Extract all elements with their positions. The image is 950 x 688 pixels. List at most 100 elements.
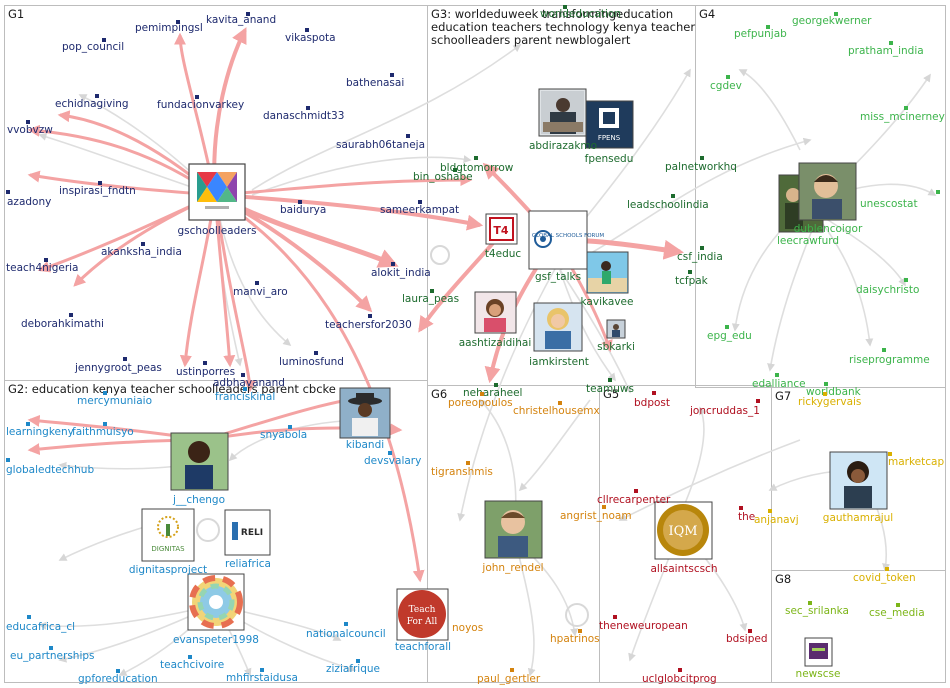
node-marker[interactable] (494, 383, 498, 387)
node-miss_mcinerney[interactable]: miss_mcinerney (860, 106, 945, 123)
node-marker[interactable] (44, 258, 48, 262)
node-newscse[interactable]: newscse (796, 668, 841, 680)
avatar-dublencoigor[interactable] (798, 162, 857, 221)
node-marker[interactable] (356, 659, 360, 663)
avatar-allsaintscsch[interactable]: IQM (654, 501, 713, 560)
node-marker[interactable] (823, 392, 827, 396)
node-kavita_anand[interactable]: kavita_anand (206, 12, 276, 26)
node-marker[interactable] (766, 25, 770, 29)
node-marker[interactable] (726, 75, 730, 79)
node-marker[interactable] (671, 194, 675, 198)
node-marker[interactable] (188, 655, 192, 659)
node-alokit_india[interactable]: alokit_india (371, 262, 431, 279)
node-marker[interactable] (344, 622, 348, 626)
node-teamuws[interactable]: teamuws (586, 378, 634, 395)
node-bdsiped[interactable]: bdsiped (726, 629, 768, 645)
node-marker[interactable] (613, 615, 617, 619)
node-devsvalary[interactable]: devsvalary (364, 451, 421, 467)
avatar-newscse[interactable] (804, 637, 833, 667)
node-covid_token[interactable]: covid_token (853, 567, 916, 584)
node-teachcivoire[interactable]: teachcivoire (160, 655, 224, 671)
avatar-dignitasproject[interactable]: DIGNITAS (141, 508, 195, 562)
node-marker[interactable] (305, 28, 309, 32)
node-marker[interactable] (808, 601, 812, 605)
node-akanksha_india[interactable]: akanksha_india (101, 242, 182, 258)
node-marker[interactable] (768, 509, 772, 513)
node-marker[interactable] (904, 278, 908, 282)
node-rickygervais[interactable]: rickygervais (798, 392, 861, 408)
node-marker[interactable] (314, 351, 318, 355)
node-vvobvzw[interactable]: vvobvzw (7, 120, 53, 136)
node-j__chengo[interactable]: j__chengo (172, 494, 225, 506)
node-reliafrica[interactable]: reliafrica (225, 558, 271, 570)
node-marker[interactable] (510, 668, 514, 672)
node-kibandi[interactable]: kibandi (346, 439, 384, 451)
node-noyos[interactable]: noyos (452, 622, 483, 634)
node-nationalcouncil[interactable]: nationalcouncil (306, 622, 386, 640)
node-gschoolleaders[interactable]: gschoolleaders (177, 225, 256, 237)
node-t4educ[interactable]: t4educ (485, 248, 522, 260)
node-worldbank[interactable]: worldbank (806, 382, 862, 398)
avatar-abdirazakmo[interactable] (538, 88, 587, 137)
node-marker[interactable] (49, 646, 53, 650)
node-marker[interactable] (141, 242, 145, 246)
node-teachersfor2030[interactable]: teachersfor2030 (325, 314, 412, 331)
node-kavikavee[interactable]: kavikavee (581, 296, 634, 308)
node-deborahkimathi[interactable]: deborahkimathi (21, 313, 104, 330)
node-palnetworkhq[interactable]: palnetworkhq (665, 156, 737, 173)
node-marker[interactable] (103, 422, 107, 426)
node-abdirazakmo[interactable]: abdirazakmo (529, 140, 597, 152)
node-ustinporres[interactable]: ustinporres (176, 361, 235, 378)
node-jennygroot_peas[interactable]: jennygroot_peas (74, 357, 162, 374)
node-dignitasproject[interactable]: dignitasproject (129, 564, 207, 576)
node-marker[interactable] (474, 156, 478, 160)
node-marker[interactable] (176, 20, 180, 24)
node-marker[interactable] (6, 458, 10, 462)
node-marker[interactable] (27, 615, 31, 619)
node-edalliance[interactable]: edalliance (752, 373, 806, 390)
node-leadschoolindia[interactable]: leadschoolindia (627, 194, 709, 211)
node-allsaintscsch[interactable]: allsaintscsch (650, 563, 717, 575)
node-tcfpak[interactable]: tcfpak (675, 270, 709, 287)
node-poreopoulos[interactable]: poreopoulos (448, 392, 513, 409)
node-uclglobcitprog[interactable]: uclglobcitprog (642, 668, 717, 685)
node-sameerkampat[interactable]: sameerkampat (380, 200, 459, 216)
node-marker[interactable] (558, 401, 562, 405)
node-marker[interactable] (889, 41, 893, 45)
node-csf_india[interactable]: csf_india (677, 246, 723, 263)
node-joncruddas_1[interactable]: joncruddas_1 (689, 399, 760, 417)
avatar-evanspeter1998[interactable] (187, 573, 245, 631)
node-bdpost[interactable]: bdpost (634, 391, 670, 409)
node-marker[interactable] (466, 461, 470, 465)
node-saurabh06taneja[interactable]: saurabh06taneja (336, 134, 425, 151)
node-marker[interactable] (739, 506, 743, 510)
node-marker[interactable] (634, 489, 638, 493)
node-marker[interactable] (775, 373, 779, 377)
avatar-kibandi[interactable] (339, 387, 391, 439)
node-globaledtechhub[interactable]: globaledtechhub (6, 458, 94, 476)
node-marker[interactable] (748, 629, 752, 633)
avatar-t4educ[interactable]: T4 (485, 213, 518, 245)
node-marker[interactable] (602, 505, 606, 509)
node-marker[interactable] (26, 120, 30, 124)
node-faithmuisyo[interactable]: faithmuisyo (72, 422, 134, 438)
avatar-gauthamrajul[interactable] (829, 451, 888, 510)
node-marker[interactable] (69, 313, 73, 317)
node-marker[interactable] (430, 289, 434, 293)
node-marker[interactable] (700, 156, 704, 160)
avatar-j__chengo[interactable] (170, 432, 229, 491)
node-fundacionvarkey[interactable]: fundacionvarkey (157, 95, 244, 111)
node-marker[interactable] (678, 668, 682, 672)
node-marker[interactable] (391, 262, 395, 266)
node-inspirasi_fndtn[interactable]: inspirasi_fndtn (59, 181, 136, 197)
node-gpforeducation[interactable]: gpforeducation (78, 669, 158, 685)
node-georgekwerner[interactable]: georgekwerner (792, 12, 872, 27)
node-marker[interactable] (368, 314, 372, 318)
node-marker[interactable] (885, 567, 889, 571)
node-manvi_aro[interactable]: manvi_aro (233, 281, 288, 298)
node-marker[interactable] (388, 451, 392, 455)
node-eu_partnerships[interactable]: eu_partnerships (10, 646, 95, 662)
node-baidurya[interactable]: baidurya (280, 200, 326, 216)
node-leecrawfurd[interactable]: leecrawfurd (777, 235, 839, 247)
node-sec_srilanka[interactable]: sec_srilanka (785, 601, 849, 617)
